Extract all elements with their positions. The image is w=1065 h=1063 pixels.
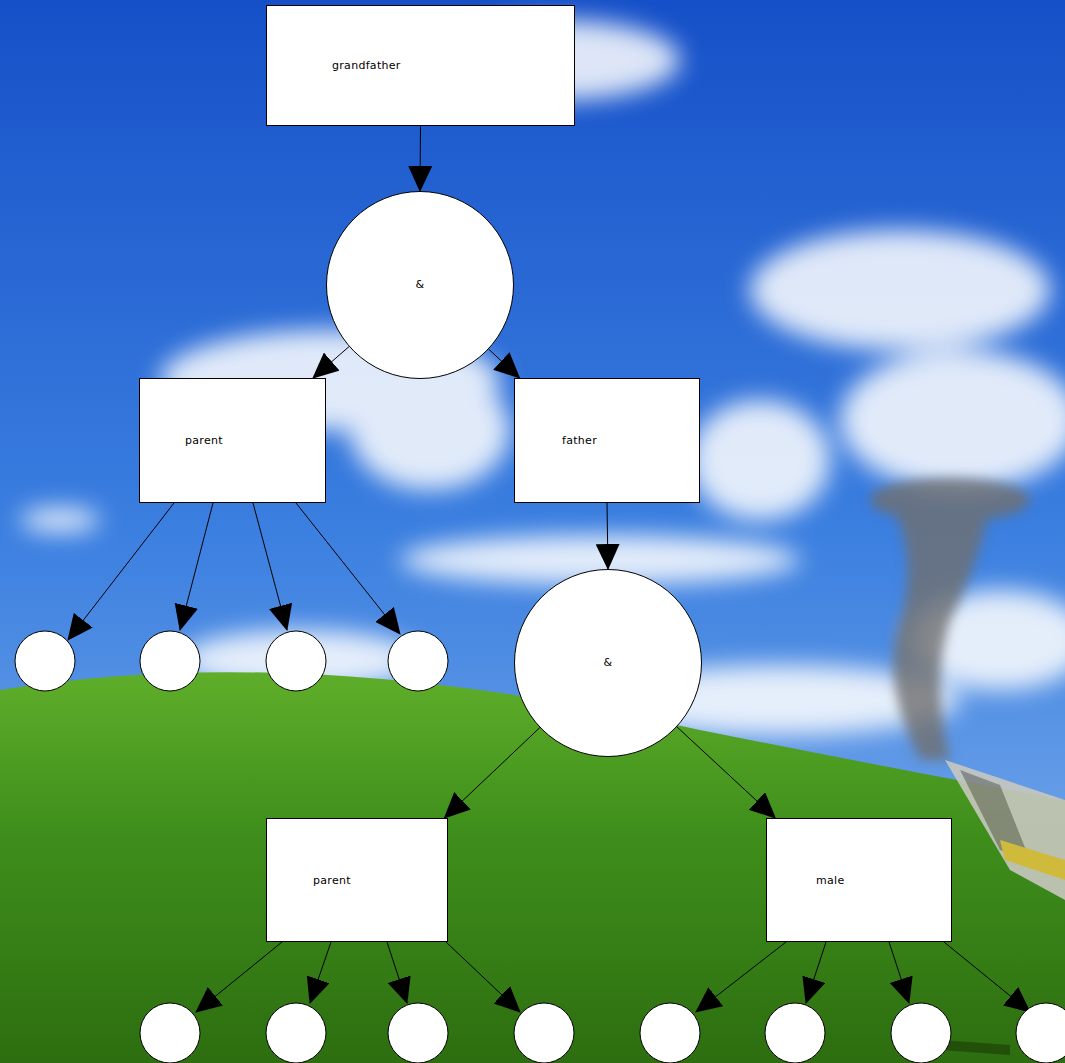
node-label: parent — [313, 874, 351, 887]
predicate-box: father — [514, 378, 700, 503]
node-label: & — [416, 278, 425, 291]
node-label: male — [816, 874, 844, 887]
node-label: father — [562, 434, 597, 447]
arrow-connector — [313, 347, 349, 378]
predicate-box: male — [766, 818, 952, 942]
arrow-connector — [444, 728, 539, 818]
node-label: grandfather — [332, 59, 401, 72]
predicate-box: grandfather — [266, 5, 575, 126]
node-label: & — [604, 656, 613, 669]
arrow-connector — [677, 727, 775, 818]
arrow-connector — [607, 503, 608, 569]
and-circle: & — [326, 191, 514, 379]
predicate-box: parent — [139, 378, 326, 503]
and-circle: & — [514, 569, 702, 757]
node-label: parent — [185, 434, 223, 447]
arrow-connector — [420, 126, 422, 191]
predicate-box: parent — [266, 818, 448, 942]
arrow-connector — [489, 349, 520, 378]
